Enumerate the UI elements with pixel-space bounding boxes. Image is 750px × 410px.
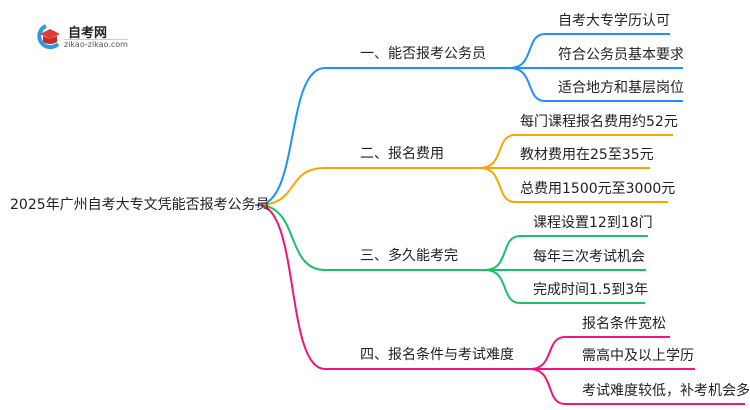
- root-topic: 2025年广州自考大专文凭能否报考公务员: [10, 197, 270, 213]
- branch-3: 三、多久能考完: [360, 248, 458, 264]
- leaf-connector: [484, 235, 648, 271]
- leaf-connector: [509, 67, 683, 102]
- leaf-3-1: 课程设置12到18门: [533, 215, 653, 231]
- branch-1: 一、能否报考公务员: [360, 46, 486, 62]
- leaf-connector: [529, 336, 670, 370]
- leaf-1-2: 符合公务员基本要求: [558, 47, 684, 63]
- leaf-4-2: 需高中及以上学历: [582, 348, 694, 364]
- logo: 自考网 zikao-zikao.com: [32, 22, 142, 52]
- leaf-1-3: 适合地方和基层岗位: [558, 80, 684, 96]
- logo-title: 自考网: [68, 26, 108, 41]
- branch-connector: [257, 167, 480, 206]
- leaf-3-3: 完成时间1.5到3年: [533, 282, 649, 298]
- leaf-connector: [509, 33, 670, 69]
- leaf-connector: [479, 134, 673, 169]
- leaf-connector: [529, 368, 745, 405]
- leaf-1-1: 自考大专学历认可: [558, 13, 670, 29]
- leaf-4-1: 报名条件宽松: [582, 316, 666, 332]
- branch-connector: [257, 204, 485, 271]
- branch-connector: [257, 204, 530, 370]
- leaf-2-2: 教材费用在25至35元: [520, 147, 654, 163]
- branch-2: 二、报名费用: [360, 146, 444, 162]
- leaf-4-3: 考试难度较低，补考机会多: [582, 383, 750, 399]
- branch-4: 四、报名条件与考试难度: [360, 347, 514, 363]
- leaf-connector: [479, 167, 668, 203]
- leaf-2-3: 总费用1500元至3000元: [520, 181, 676, 197]
- logo-url: zikao-zikao.com: [64, 39, 128, 49]
- leaf-3-2: 每年三次考试机会: [533, 249, 645, 265]
- leaf-connector: [484, 269, 645, 304]
- branch-connector: [257, 67, 510, 206]
- graduation-cap-icon: [37, 24, 60, 50]
- leaf-2-1: 每门课程报名费用约52元: [520, 114, 678, 130]
